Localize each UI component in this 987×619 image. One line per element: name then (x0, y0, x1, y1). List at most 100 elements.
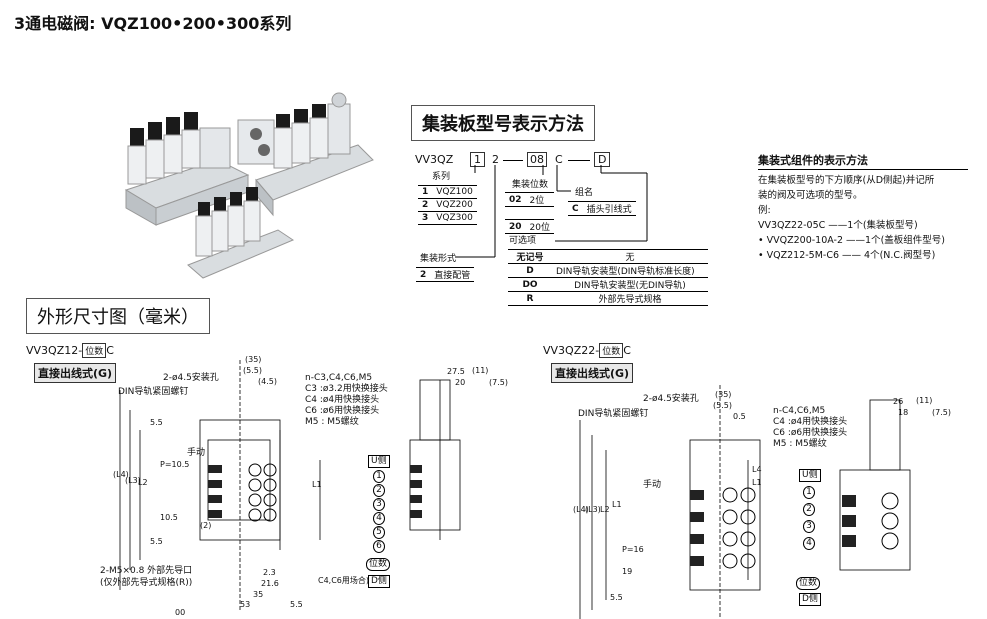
dimension-value: L2 (138, 478, 148, 487)
assembly-line: VV3QZ22-05C ——1个(集装板型号) (758, 220, 918, 231)
station-number: 4 (373, 512, 385, 525)
left-port-label: C4 :ø4用快换接头 (305, 395, 380, 405)
left-label: 手动 (187, 448, 206, 458)
dimension-value: P=16 (622, 545, 644, 554)
dimension-value: (L3) (585, 505, 601, 514)
dimension-value: 10.5 (160, 513, 178, 522)
dimension-value: 5.5 (610, 593, 623, 602)
left-port-label: M5 : M5螺纹 (305, 417, 359, 427)
dimension-value: (5.5) (713, 401, 732, 410)
assembly-line: 装的阀及可选项的型号。 (758, 190, 863, 201)
group-label: 组名 (575, 188, 594, 198)
left-port-label: C6 :ø6用快换接头 (305, 406, 380, 416)
dimension-value: (L3) (125, 476, 141, 485)
dimension-value: 53 (240, 600, 251, 609)
dimension-value: 19 (622, 567, 633, 576)
right-model-prefix: VV3QZ22- (543, 344, 600, 357)
manifold-heading: 集装板型号表示方法 (411, 105, 595, 141)
dimension-value: 27.5 (447, 367, 465, 376)
left-label: DIN导轨紧固螺钉 (118, 387, 189, 397)
dimension-value: (11) (472, 366, 489, 375)
right-dimension-drawing (579, 385, 911, 619)
side-label-d: D侧 (799, 593, 821, 606)
assembly-line: • VVQZ200-10A-2 ——1个(盖板组件型号) (758, 235, 945, 246)
station-number: 2 (373, 484, 385, 497)
page-title: 3通电磁阀: VQZ100•200•300系列 (14, 14, 292, 33)
station-number: 1 (373, 470, 385, 483)
code-leader-lines (455, 165, 648, 258)
assembly-line: • VQZ212-5M-C6 —— 4个(N.C.阀型号) (758, 250, 936, 261)
dimension-value: C4,C6用场合) (318, 576, 370, 585)
valve-manifold-right (237, 92, 374, 217)
station-count: 位数 (366, 558, 391, 571)
station-count: 位数 (796, 577, 821, 590)
left-dimension-drawing (119, 360, 461, 610)
station-number: 1 (803, 486, 815, 499)
code-part-option: D (594, 152, 611, 167)
code-prefix: VV3QZ (415, 153, 454, 166)
code-dash-2 (568, 160, 590, 161)
right-model-suffix: C (623, 344, 631, 357)
left-variant: 直接出线式(G) (34, 363, 117, 383)
station-number: 5 (373, 526, 385, 539)
option-label: 可选项 (509, 236, 537, 246)
dimension-value: (35) (245, 355, 262, 364)
right-variant: 直接出线式(G) (551, 363, 634, 383)
code-part-group: C (555, 153, 563, 166)
dimension-value: 21.6 (261, 579, 279, 588)
dimension-value: 2.3 (263, 568, 276, 577)
code-part-series: 1 (470, 152, 485, 167)
station-number: 2 (803, 503, 815, 516)
dimension-value: P=10.5 (160, 460, 190, 469)
dimension-value: L2 (600, 505, 610, 514)
left-label: (仅外部先导式规格(R)) (100, 578, 193, 588)
dimension-value: 0.5 (733, 412, 746, 421)
side-label-d: D侧 (368, 575, 390, 588)
left-model-suffix: C (106, 344, 114, 357)
code-part-type: 2 (492, 153, 499, 166)
right-model-tag: 位数 (599, 343, 624, 358)
left-model-prefix: VV3QZ12- (26, 344, 83, 357)
right-label: DIN导轨紧固螺钉 (578, 409, 649, 419)
dimension-value: 35 (253, 590, 264, 599)
dimension-value: (4.5) (258, 377, 277, 386)
dimension-value: (2) (200, 521, 212, 530)
assembly-line: 在集装板型号的下方顺序(从D侧起)并记所 (758, 175, 935, 186)
left-model-tag: 位数 (82, 343, 107, 358)
dimension-value: (11) (916, 396, 933, 405)
right-port-label: n-C4,C6,M5 (773, 406, 826, 416)
side-label-u: U侧 (799, 469, 821, 482)
right-label: 手动 (643, 480, 662, 490)
type-label: 集装形式 (420, 254, 457, 264)
stations-label: 集装位数 (512, 180, 549, 190)
dimension-value: L1 (752, 478, 762, 487)
valve-manifold-left (124, 112, 250, 226)
dimension-value: 00 (175, 608, 186, 617)
table-row: 无记号无 (508, 249, 708, 264)
right-port-label: C4 :ø4用快换接头 (773, 417, 848, 427)
product-photo (124, 92, 374, 279)
station-number: 6 (373, 540, 385, 553)
dimension-value: (L4) (113, 470, 129, 479)
dimension-value: 20 (455, 378, 466, 387)
right-label: 2-ø4.5安装孔 (643, 394, 699, 404)
dimension-value: L1 (312, 480, 322, 489)
dimensions-heading: 外形尺寸图（毫米） (26, 298, 210, 334)
left-label: 2-ø4.5安装孔 (163, 373, 219, 383)
side-label-u: U侧 (368, 455, 390, 468)
dimension-value: 26 (893, 397, 904, 406)
left-label: 2-M5×0.8 外部先导口 (100, 566, 193, 576)
dimension-value: 18 (898, 408, 909, 417)
right-port-label: M5 : M5螺纹 (773, 439, 827, 449)
series-label: 系列 (432, 172, 451, 182)
